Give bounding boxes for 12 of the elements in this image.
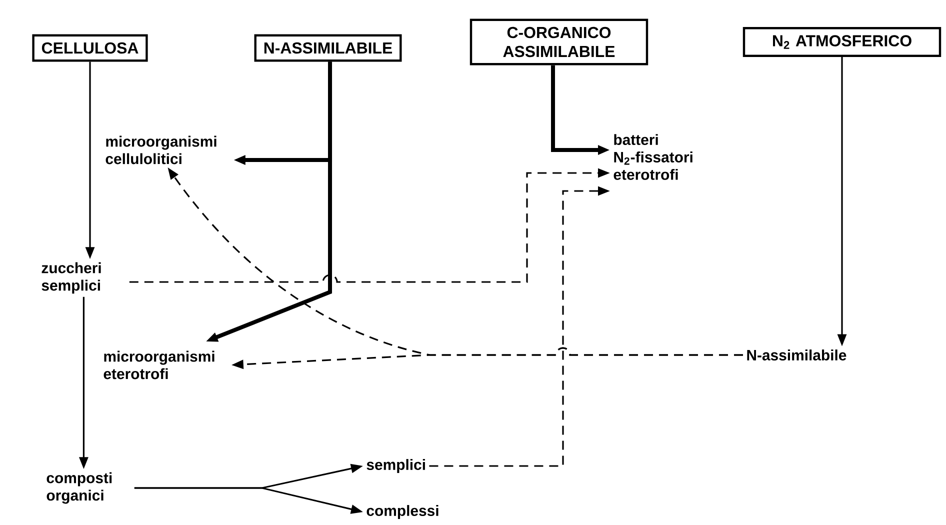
process-box: CELLULOSA: [32, 34, 148, 62]
process-box: N$_{2}$ ATMOSFERICO: [742, 27, 942, 57]
flow-label: N-assimilabile: [747, 350, 846, 360]
flow-label: composti organici: [46, 472, 112, 504]
flow-label: complessi: [366, 505, 438, 519]
flow-label: zuccheri semplici: [42, 262, 101, 294]
flow-label: microorganismi eterotrofi: [104, 350, 214, 380]
flow-label: microorganismi cellulolitici: [106, 136, 216, 164]
process-box: C-ORGANICO ASSIMILABILE: [470, 18, 648, 66]
process-box: N-ASSIMILABILE: [254, 34, 402, 62]
flow-label: semplici: [366, 459, 425, 473]
flow-label: batteri N$_{2}$-fissatori eterotrofi: [614, 134, 692, 180]
